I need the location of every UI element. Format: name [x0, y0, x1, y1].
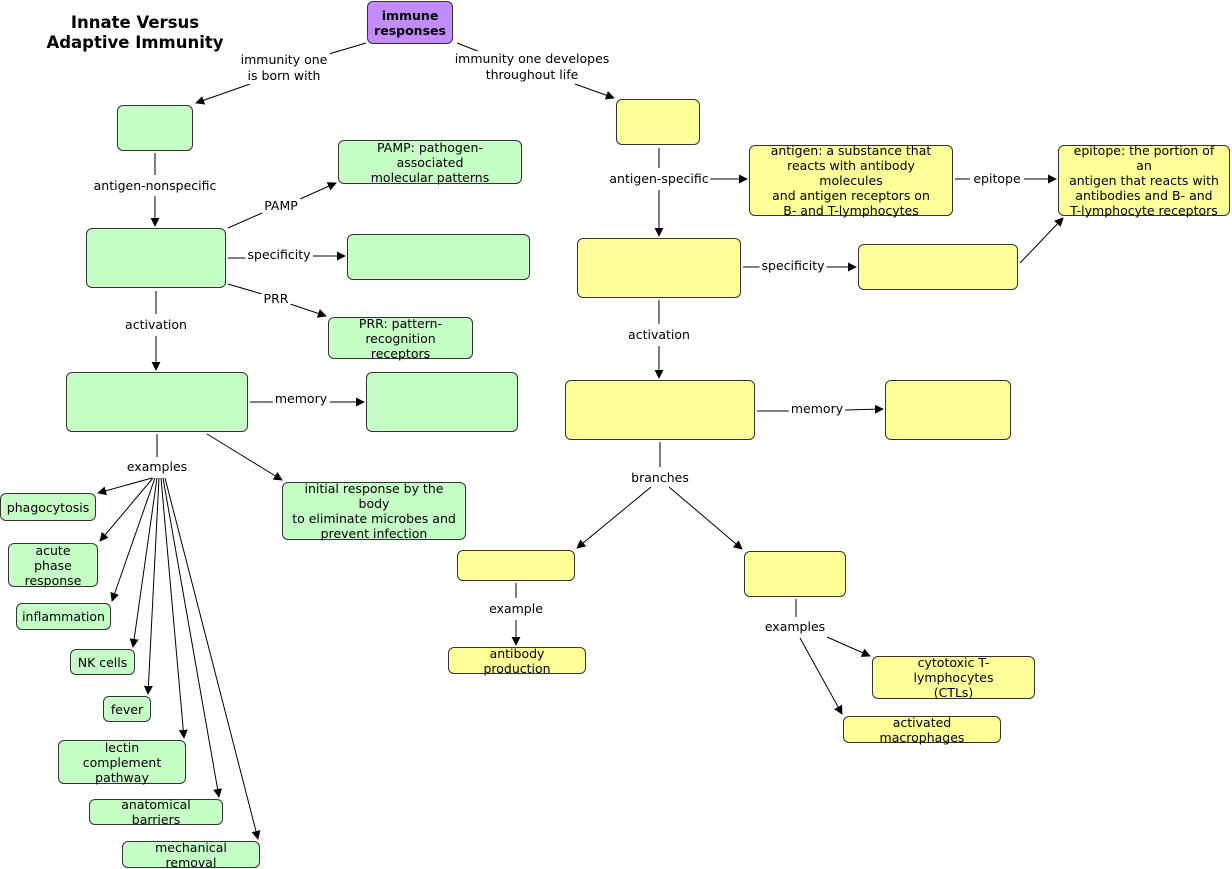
link-label-antigen-specific: antigen-specific	[607, 171, 711, 187]
link-label-epitope: epitope	[971, 171, 1023, 187]
node-activated-macrophages[interactable]: activated macrophages	[843, 715, 1001, 745]
node-humoral[interactable]	[457, 550, 575, 581]
node-innate-memory[interactable]	[366, 372, 518, 432]
connector-pamp-label-to-pamp	[299, 182, 337, 200]
diagram-title: Innate Versus Adaptive Immunity	[46, 13, 224, 52]
connector-ex-inflammation	[110, 477, 156, 602]
node-adaptive[interactable]	[616, 99, 700, 145]
connector-examples-to-macrophages	[799, 637, 843, 715]
connector-box-to-prr-label	[227, 283, 263, 295]
connector-memory-label-to-memory-box	[844, 404, 884, 414]
node-cell-mediated[interactable]	[744, 551, 846, 597]
link-label-example-humoral: example	[487, 601, 545, 617]
node-fever[interactable]: fever	[103, 696, 151, 722]
node-prr[interactable]: PRR: pattern- recognition receptors	[328, 316, 473, 361]
node-anatomical-barriers[interactable]: anatomical barriers	[89, 797, 223, 827]
node-nk-cells[interactable]: NK cells	[70, 649, 135, 675]
node-phagocytosis[interactable]: phagocytosis	[0, 493, 96, 521]
node-innate-specificity[interactable]	[347, 234, 530, 280]
link-label-activation-adaptive: activation	[626, 327, 692, 343]
link-label-antigen-nonspecific: antigen-nonspecific	[91, 178, 219, 194]
node-adaptive-memory[interactable]	[885, 380, 1011, 440]
link-label-examples-innate: examples	[124, 459, 190, 475]
link-label-pamp: PAMP	[262, 198, 300, 214]
connector-prr-label-to-prr	[289, 303, 327, 318]
node-innate-nonspecific[interactable]	[86, 228, 226, 288]
link-label-prr: PRR	[261, 291, 291, 307]
link-label-specificity-adaptive: specificity	[759, 258, 827, 274]
node-adaptive-specific[interactable]	[577, 238, 741, 298]
node-antigen[interactable]: antigen: a substance that reacts with an…	[749, 143, 953, 218]
connector-box-to-pamp-label	[227, 212, 263, 229]
node-antibody-production[interactable]: antibody production	[448, 646, 586, 676]
connector-ex-acute	[99, 477, 154, 542]
node-innate[interactable]	[117, 105, 193, 151]
connector-ex-anatomical	[162, 477, 223, 798]
link-label-born-with: immunity one is born with	[238, 52, 330, 84]
connector-ex-mechanical	[164, 477, 261, 840]
node-immune-responses[interactable]: immune responses	[367, 1, 453, 44]
node-adaptive-activation[interactable]	[565, 380, 755, 440]
node-innate-activation[interactable]	[66, 372, 248, 432]
connector-ex-fever	[143, 477, 160, 695]
connector-ex-phagocytosis	[97, 477, 153, 496]
link-label-memory-adaptive: memory	[788, 401, 846, 417]
connector-ex-nk	[129, 477, 158, 648]
connector-spec-box-to-epitope	[1019, 217, 1064, 264]
link-label-develops: immunity one developes throughout life	[452, 51, 612, 83]
connector-label-develops-to-adaptive	[574, 83, 615, 100]
connector-ex-lectin	[160, 477, 188, 739]
node-lectin[interactable]: lectin complement pathway	[58, 740, 186, 785]
connector-branches-to-humoral	[576, 486, 652, 549]
link-label-branches: branches	[629, 470, 691, 486]
node-ctls[interactable]: cytotoxic T-lymphocytes (CTLs)	[872, 655, 1035, 700]
node-adaptive-specificity[interactable]	[858, 244, 1018, 290]
connector-label-born-to-innate	[195, 83, 251, 105]
connector-examples-to-ctls	[826, 636, 871, 657]
connector-act-to-initial-response	[206, 433, 283, 481]
node-initial-response[interactable]: initial response by the body to eliminat…	[282, 481, 466, 541]
node-mechanical-removal[interactable]: mechanical removal	[122, 840, 260, 869]
link-label-examples-cell: examples	[762, 619, 828, 635]
connector-root-to-label-develops	[456, 42, 481, 53]
link-label-activation-innate: activation	[123, 317, 189, 333]
node-pamp[interactable]: PAMP: pathogen-associated molecular patt…	[338, 140, 522, 185]
link-label-specificity-innate: specificity	[245, 247, 313, 263]
node-acute-phase[interactable]: acute phase response	[8, 543, 98, 588]
connector-branches-to-cell	[668, 486, 743, 550]
node-inflammation[interactable]: inflammation	[16, 603, 111, 630]
node-epitope[interactable]: epitope: the portion of an antigen that …	[1058, 143, 1230, 218]
link-label-memory-innate: memory	[272, 391, 330, 407]
